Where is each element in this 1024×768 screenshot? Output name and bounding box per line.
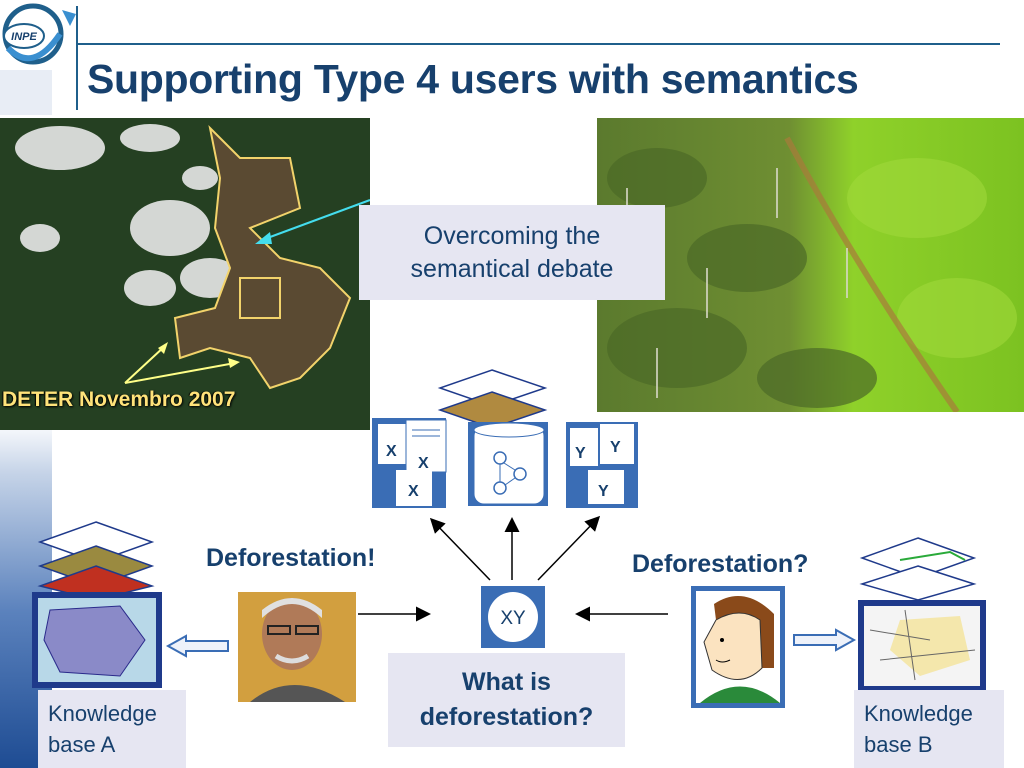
expert-photo [238, 592, 356, 702]
svg-text:Y: Y [575, 445, 586, 462]
slide-title: Supporting Type 4 users with semantics [87, 56, 859, 102]
map-layers-b [858, 537, 986, 690]
deforestation-question-label: Deforestation? [632, 550, 809, 578]
inpe-logo: INPE [0, 3, 76, 115]
question-line-1: What is [462, 667, 551, 696]
question-callout: What is deforestation? [388, 653, 625, 747]
map-layers-top [437, 369, 548, 429]
satellite-image [0, 118, 370, 430]
svg-text:X: X [386, 443, 397, 460]
svg-text:X: X [408, 483, 419, 500]
svg-text:X: X [418, 455, 429, 472]
arrow-to-kb-b [793, 628, 857, 652]
cartoon-user-icon [691, 586, 785, 708]
svg-text:XY: XY [500, 608, 526, 629]
debate-callout: Overcoming the semantical debate [359, 205, 665, 300]
x-documents-icon: X X X [372, 418, 447, 508]
database-icon [468, 422, 548, 506]
kb-a-line-2: base A [48, 732, 116, 758]
xy-concept-icon: XY [481, 586, 545, 648]
header-vertical-rule [76, 6, 78, 110]
svg-text:Y: Y [598, 483, 609, 500]
forest-photo [597, 118, 1024, 412]
map-layers-a [32, 521, 162, 688]
svg-text:INPE: INPE [11, 31, 37, 43]
kb-a-line-1: Knowledge [48, 701, 157, 726]
header-rule [78, 43, 1000, 45]
semantic-diagram: X X X Y Y Y XY [32, 369, 986, 708]
debate-line-2: semantical debate [410, 254, 614, 283]
arrow-to-kb-a [165, 634, 229, 658]
y-documents-icon: Y Y Y [566, 422, 638, 508]
question-line-2: deforestation? [419, 703, 594, 731]
knowledge-base-b-label: Knowledge base B [854, 690, 1004, 768]
deforestation-exclaim-label: Deforestation! [206, 544, 376, 572]
debate-line-1: Overcoming the [423, 221, 601, 250]
kb-b-line-1: Knowledge [864, 701, 973, 726]
svg-text:Y: Y [610, 439, 621, 456]
satellite-caption: DETER Novembro 2007 [2, 388, 236, 411]
knowledge-base-a-label: Knowledge base A [38, 690, 186, 768]
kb-b-line-2: base B [864, 732, 933, 758]
